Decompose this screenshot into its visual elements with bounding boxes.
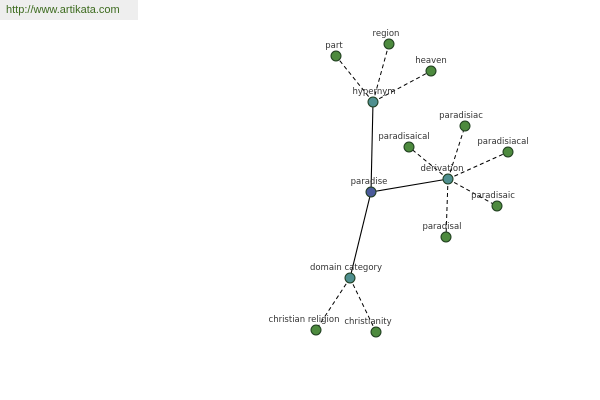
node-paradisaical[interactable] bbox=[403, 141, 415, 153]
graph-labels: paradise hypernym derivation domain categor… bbox=[269, 29, 529, 327]
node-label-paradisiacal[interactable]: paradisiacal bbox=[477, 137, 528, 147]
node-hypernym[interactable] bbox=[367, 96, 379, 108]
edge-derivation-paradisal bbox=[445, 178, 449, 238]
edge-hypernym-part bbox=[335, 55, 374, 103]
node-label-paradisal[interactable]: paradisal bbox=[422, 222, 461, 232]
node-part[interactable] bbox=[330, 50, 342, 62]
node-label-christian-religion[interactable]: christian religion bbox=[269, 315, 340, 325]
node-paradise[interactable] bbox=[365, 186, 377, 198]
site-url-link[interactable]: http://www.artikata.com bbox=[6, 4, 120, 16]
edge-hypernym-heaven bbox=[372, 70, 432, 103]
graph-edges bbox=[315, 43, 509, 333]
edge-domain-category-christianity bbox=[349, 277, 377, 333]
node-paradisiacal[interactable] bbox=[502, 146, 514, 158]
node-domain-category[interactable] bbox=[344, 272, 356, 284]
edge-paradise-hypernym bbox=[370, 101, 374, 193]
edge-hypernym-region bbox=[372, 43, 390, 103]
node-paradisiac-1[interactable] bbox=[459, 120, 471, 132]
edge-derivation-paradisaical bbox=[408, 146, 449, 180]
node-label-domain-category[interactable]: domain category bbox=[310, 263, 382, 273]
node-christianity[interactable] bbox=[370, 326, 382, 338]
edge-domain-category-christian-religion bbox=[315, 277, 351, 331]
node-label-heaven[interactable]: heaven bbox=[415, 56, 446, 66]
node-label-paradise[interactable]: paradise bbox=[351, 177, 388, 187]
node-label-region[interactable]: region bbox=[373, 29, 400, 39]
edge-derivation-paradisiac-1 bbox=[447, 125, 466, 180]
node-paradisaic[interactable] bbox=[491, 200, 503, 212]
node-label-paradisiac-1[interactable]: paradisiac bbox=[439, 111, 483, 121]
node-heaven[interactable] bbox=[425, 65, 437, 77]
edge-paradise-derivation bbox=[370, 178, 449, 193]
node-label-part[interactable]: part bbox=[325, 41, 343, 51]
node-label-derivation[interactable]: derivation bbox=[420, 164, 463, 174]
node-derivation[interactable] bbox=[442, 173, 454, 185]
node-label-christianity[interactable]: christianity bbox=[344, 317, 391, 327]
node-paradisal[interactable] bbox=[440, 231, 452, 243]
node-region[interactable] bbox=[383, 38, 395, 50]
node-label-hypernym[interactable]: hypernym bbox=[352, 87, 395, 97]
node-christian-religion[interactable] bbox=[310, 324, 322, 336]
node-label-paradisaical[interactable]: paradisaical bbox=[378, 132, 429, 142]
edge-derivation-paradisaic bbox=[447, 178, 498, 207]
graph-nodes bbox=[310, 38, 514, 338]
edge-derivation-paradisiacal bbox=[447, 151, 509, 180]
url-bar: http://www.artikata.com bbox=[0, 0, 138, 20]
edge-paradise-domain-category bbox=[349, 191, 372, 279]
node-label-paradisaic[interactable]: paradisaic bbox=[471, 191, 515, 201]
